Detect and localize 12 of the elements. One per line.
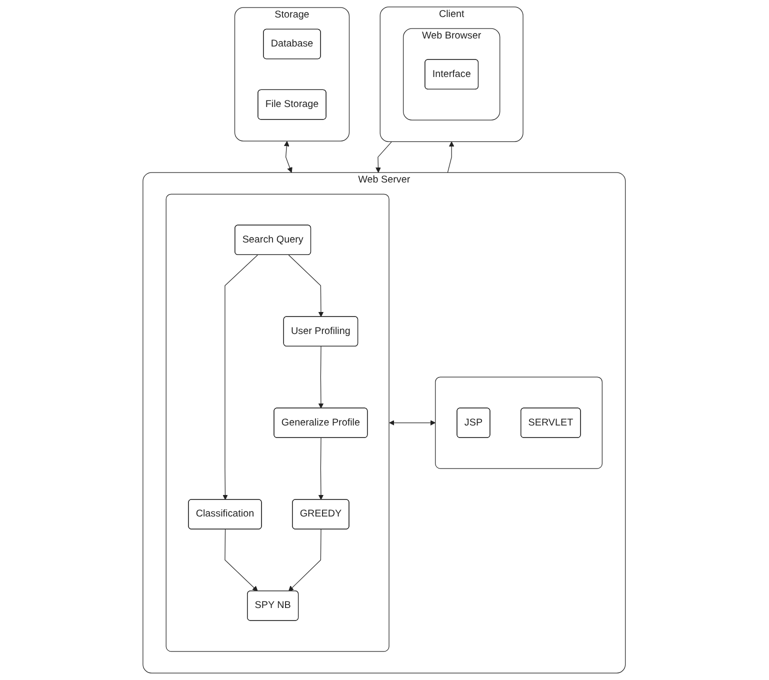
cluster — [166, 194, 390, 652]
arrow — [318, 346, 324, 409]
cluster — [435, 376, 603, 469]
arrow — [448, 141, 455, 173]
arrow — [284, 141, 293, 173]
arrow — [318, 438, 324, 500]
arrow — [389, 420, 436, 426]
arrow — [222, 254, 258, 500]
arrow — [288, 529, 322, 592]
arrow — [288, 254, 324, 318]
arrow — [225, 529, 258, 592]
arrow — [376, 141, 392, 173]
